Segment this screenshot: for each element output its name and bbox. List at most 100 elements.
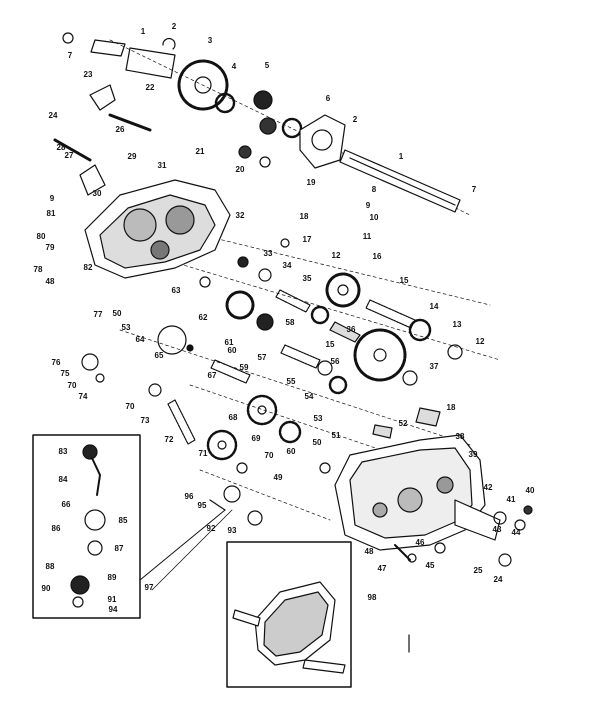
callout-97: 97 [144, 583, 154, 592]
callout-16: 16 [372, 252, 382, 261]
callout-10: 10 [369, 213, 379, 222]
callout-71: 71 [198, 449, 208, 458]
callout-62: 62 [198, 313, 208, 322]
callout-50b: 50 [312, 438, 322, 447]
callout-3: 3 [207, 36, 213, 45]
callout-18b: 18 [446, 403, 456, 412]
callout-83: 83 [58, 447, 68, 456]
callout-94: 94 [108, 605, 118, 614]
callout-48b: 48 [364, 547, 374, 556]
callout-56: 56 [330, 357, 340, 366]
callout-32: 32 [235, 211, 245, 220]
callout-44: 44 [511, 528, 521, 537]
callout-13: 13 [452, 320, 462, 329]
callout-68: 68 [228, 413, 238, 422]
callout-81: 81 [46, 209, 56, 218]
callout-40: 40 [525, 486, 535, 495]
callout-84: 84 [58, 475, 68, 484]
lower-gear-train [167, 394, 441, 526]
callout-12b: 12 [475, 337, 485, 346]
upper-gears [177, 59, 346, 169]
callout-24: 24 [48, 111, 58, 120]
callout-33: 33 [263, 249, 273, 258]
callout-80: 80 [36, 232, 46, 241]
callout-66: 66 [61, 500, 71, 509]
callout-70b: 70 [125, 402, 135, 411]
callout-77: 77 [93, 310, 103, 319]
callout-69: 69 [251, 434, 261, 443]
callout-70c: 70 [264, 451, 274, 460]
callout-51: 51 [331, 431, 341, 440]
callout-65: 65 [154, 351, 164, 360]
callout-38: 38 [455, 432, 465, 441]
callout-1b: 1 [398, 152, 404, 161]
callout-98: 98 [367, 593, 377, 602]
callout-46: 46 [415, 538, 425, 547]
callout-63: 63 [171, 286, 181, 295]
callout-19: 19 [306, 178, 316, 187]
left-housing [53, 84, 231, 279]
callout-14: 14 [429, 302, 439, 311]
callout-29: 29 [127, 152, 137, 161]
callout-54: 54 [304, 392, 314, 401]
inset-leader [151, 509, 233, 591]
callout-78: 78 [33, 265, 43, 274]
callout-92: 92 [206, 524, 216, 533]
callout-73: 73 [140, 416, 150, 425]
callout-21: 21 [195, 147, 205, 156]
top-shafts [62, 32, 461, 213]
callout-15b: 15 [325, 340, 335, 349]
callout-53: 53 [121, 323, 131, 332]
callout-91: 91 [107, 595, 117, 604]
callout-34: 34 [282, 261, 292, 270]
callout-41: 41 [506, 495, 516, 504]
callout-67: 67 [207, 371, 217, 380]
callout-7b: 7 [471, 185, 477, 194]
callout-58: 58 [285, 318, 295, 327]
callout-79: 79 [45, 243, 55, 252]
callout-55: 55 [286, 377, 296, 386]
mid-gear-train [81, 238, 463, 397]
callout-93: 93 [227, 526, 237, 535]
callout-47: 47 [377, 564, 387, 573]
callout-49: 49 [273, 473, 283, 482]
callout-82: 82 [83, 263, 93, 272]
callout-18: 18 [299, 212, 309, 221]
callout-20: 20 [235, 165, 245, 174]
assembled-inset [226, 541, 410, 688]
callout-53b: 53 [313, 414, 323, 423]
callout-64: 64 [135, 335, 145, 344]
callout-28: 28 [56, 143, 66, 152]
callout-61: 61 [224, 338, 234, 347]
callout-76: 76 [51, 358, 61, 367]
shift-linkage-inset [32, 434, 226, 619]
callout-60: 60 [227, 346, 237, 355]
callout-88: 88 [45, 562, 55, 571]
callout-37: 37 [429, 362, 439, 371]
callout-9b: 9 [365, 201, 371, 210]
callout-9: 9 [49, 194, 55, 203]
callout-36: 36 [346, 325, 356, 334]
callout-48: 48 [45, 277, 55, 286]
callout-59: 59 [239, 363, 249, 372]
callout-95: 95 [197, 501, 207, 510]
callout-89: 89 [107, 573, 117, 582]
callout-85: 85 [118, 516, 128, 525]
callout-96: 96 [184, 492, 194, 501]
callout-12: 12 [331, 251, 341, 260]
callout-74: 74 [78, 392, 88, 401]
callout-43: 43 [492, 525, 502, 534]
callout-4: 4 [231, 62, 237, 71]
callout-87: 87 [114, 544, 124, 553]
callout-25: 25 [473, 566, 483, 575]
callout-2b: 2 [352, 115, 358, 124]
callout-57: 57 [257, 353, 267, 362]
callout-6: 6 [325, 94, 331, 103]
callout-70: 70 [67, 381, 77, 390]
callout-42: 42 [483, 483, 493, 492]
callout-39: 39 [468, 450, 478, 459]
callout-24b: 24 [493, 575, 503, 584]
callout-1: 1 [140, 27, 146, 36]
